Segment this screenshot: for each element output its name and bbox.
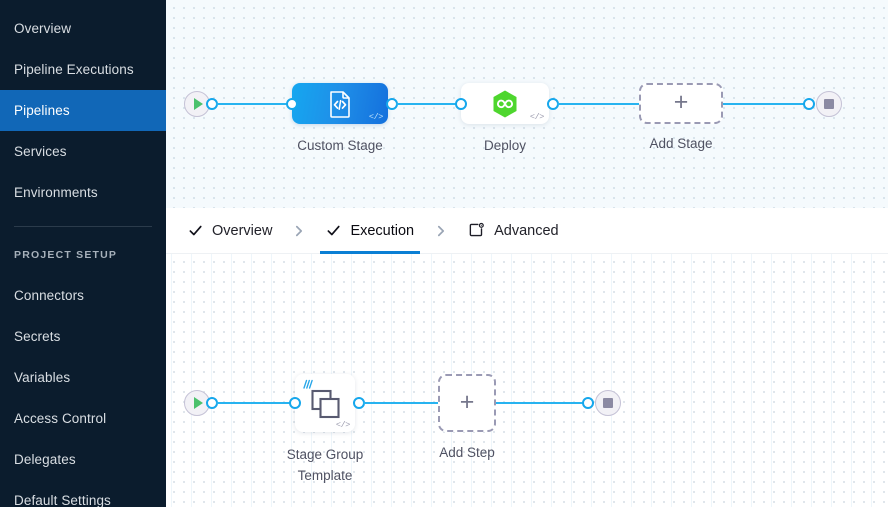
sidebar-item-label: Connectors <box>14 288 85 303</box>
pipeline-end-node[interactable] <box>816 91 842 117</box>
code-badge: </> <box>529 112 545 122</box>
chevron-right-icon <box>438 225 445 236</box>
add-step-button[interactable]: + <box>438 374 496 432</box>
tab-label: Execution <box>350 222 415 239</box>
sidebar-item-label: Environments <box>14 185 98 200</box>
sidebar-item-label: Overview <box>14 21 72 36</box>
stop-icon <box>603 398 613 408</box>
tab-label: Advanced <box>494 222 559 239</box>
stage-node-deploy[interactable]: </> <box>461 83 549 124</box>
sidebar-item-variables[interactable]: Variables <box>0 357 166 398</box>
connector-dot-end[interactable] <box>582 397 594 409</box>
left-sidebar: Overview Pipeline Executions Pipelines S… <box>0 0 166 507</box>
sidebar-divider <box>14 226 152 227</box>
harness-infinity-icon <box>493 90 517 117</box>
sidebar-item-label: Default Settings <box>14 493 111 507</box>
sidebar-item-secrets[interactable]: Secrets <box>0 316 166 357</box>
connector-dot-end[interactable] <box>803 98 815 110</box>
advanced-settings-icon <box>469 222 484 237</box>
sidebar-section-title: PROJECT SETUP <box>14 249 118 261</box>
sidebar-item-services[interactable]: Services <box>0 131 166 172</box>
connector-line <box>557 103 643 105</box>
sidebar-item-label: Access Control <box>14 411 107 426</box>
code-template-icon <box>330 90 350 118</box>
check-icon <box>189 225 202 236</box>
stop-icon <box>824 99 834 109</box>
sidebar-item-pipeline-executions[interactable]: Pipeline Executions <box>0 49 166 90</box>
sidebar-item-label: Pipeline Executions <box>14 62 134 77</box>
connector-dot-template-in[interactable] <box>289 397 301 409</box>
main-content: </> Custom Stage </> Deploy + Add <box>166 0 888 507</box>
connector-dot-custom-in[interactable] <box>286 98 298 110</box>
stacked-squares-icon <box>311 389 340 419</box>
chevron-right-icon <box>296 225 303 236</box>
step-graph-canvas[interactable]: </> Stage Group Template + Add Step <box>166 254 888 507</box>
sidebar-item-label: Delegates <box>14 452 76 467</box>
connector-dot-deploy-in[interactable] <box>455 98 467 110</box>
step-node-label-stage-group-template: Stage Group Template <box>287 444 364 486</box>
tab-label: Overview <box>212 222 273 239</box>
sidebar-item-pipelines[interactable]: Pipelines <box>0 90 166 131</box>
stage-config-tabbar: Overview Execution <box>166 208 888 254</box>
plus-icon: + <box>459 387 475 416</box>
step-end-node[interactable] <box>595 390 621 416</box>
play-icon <box>193 397 203 409</box>
add-stage-label: Add Stage <box>649 136 713 151</box>
step-node-label-line2: Template <box>297 468 353 483</box>
stage-node-label-custom-stage: Custom Stage <box>297 138 383 153</box>
code-badge: </> <box>335 420 351 430</box>
plus-icon: + <box>673 88 689 116</box>
template-marker-icon <box>303 379 313 389</box>
step-node-stage-group-template[interactable]: </> <box>295 374 355 432</box>
sidebar-item-connectors[interactable]: Connectors <box>0 275 166 316</box>
sidebar-item-environments[interactable]: Environments <box>0 172 166 213</box>
pipeline-start-node[interactable] <box>184 91 210 117</box>
sidebar-item-access-control[interactable]: Access Control <box>0 398 166 439</box>
sidebar-item-overview[interactable]: Overview <box>0 8 166 49</box>
code-badge: </> <box>368 112 384 122</box>
sidebar-item-default-settings[interactable]: Default Settings <box>0 480 166 507</box>
tab-advanced[interactable]: Advanced <box>462 208 565 254</box>
stage-node-custom-stage[interactable]: </> <box>292 83 388 124</box>
stage-graph-canvas[interactable]: </> Custom Stage </> Deploy + Add <box>166 0 888 208</box>
tab-overview[interactable]: Overview <box>182 208 278 254</box>
stage-node-label-deploy: Deploy <box>483 138 527 153</box>
connector-line <box>396 103 464 105</box>
sidebar-item-label: Secrets <box>14 329 61 344</box>
sidebar-item-label: Pipelines <box>14 103 70 118</box>
add-step-label: Add Step <box>439 445 495 460</box>
connector-line <box>723 103 808 105</box>
tab-separator <box>420 224 462 238</box>
sidebar-item-label: Variables <box>14 370 71 385</box>
sidebar-item-delegates[interactable]: Delegates <box>0 439 166 480</box>
step-start-node[interactable] <box>184 390 210 416</box>
tab-execution[interactable]: Execution <box>320 208 420 254</box>
connector-line <box>496 402 594 404</box>
play-icon <box>193 98 203 110</box>
connector-line <box>216 103 294 105</box>
tab-separator <box>278 224 320 238</box>
connector-line <box>216 402 295 404</box>
step-node-label-line1: Stage Group <box>286 447 364 462</box>
connector-line <box>363 402 440 404</box>
sidebar-item-label: Services <box>14 144 67 159</box>
add-stage-button[interactable]: + <box>639 83 723 124</box>
check-icon <box>327 225 341 236</box>
